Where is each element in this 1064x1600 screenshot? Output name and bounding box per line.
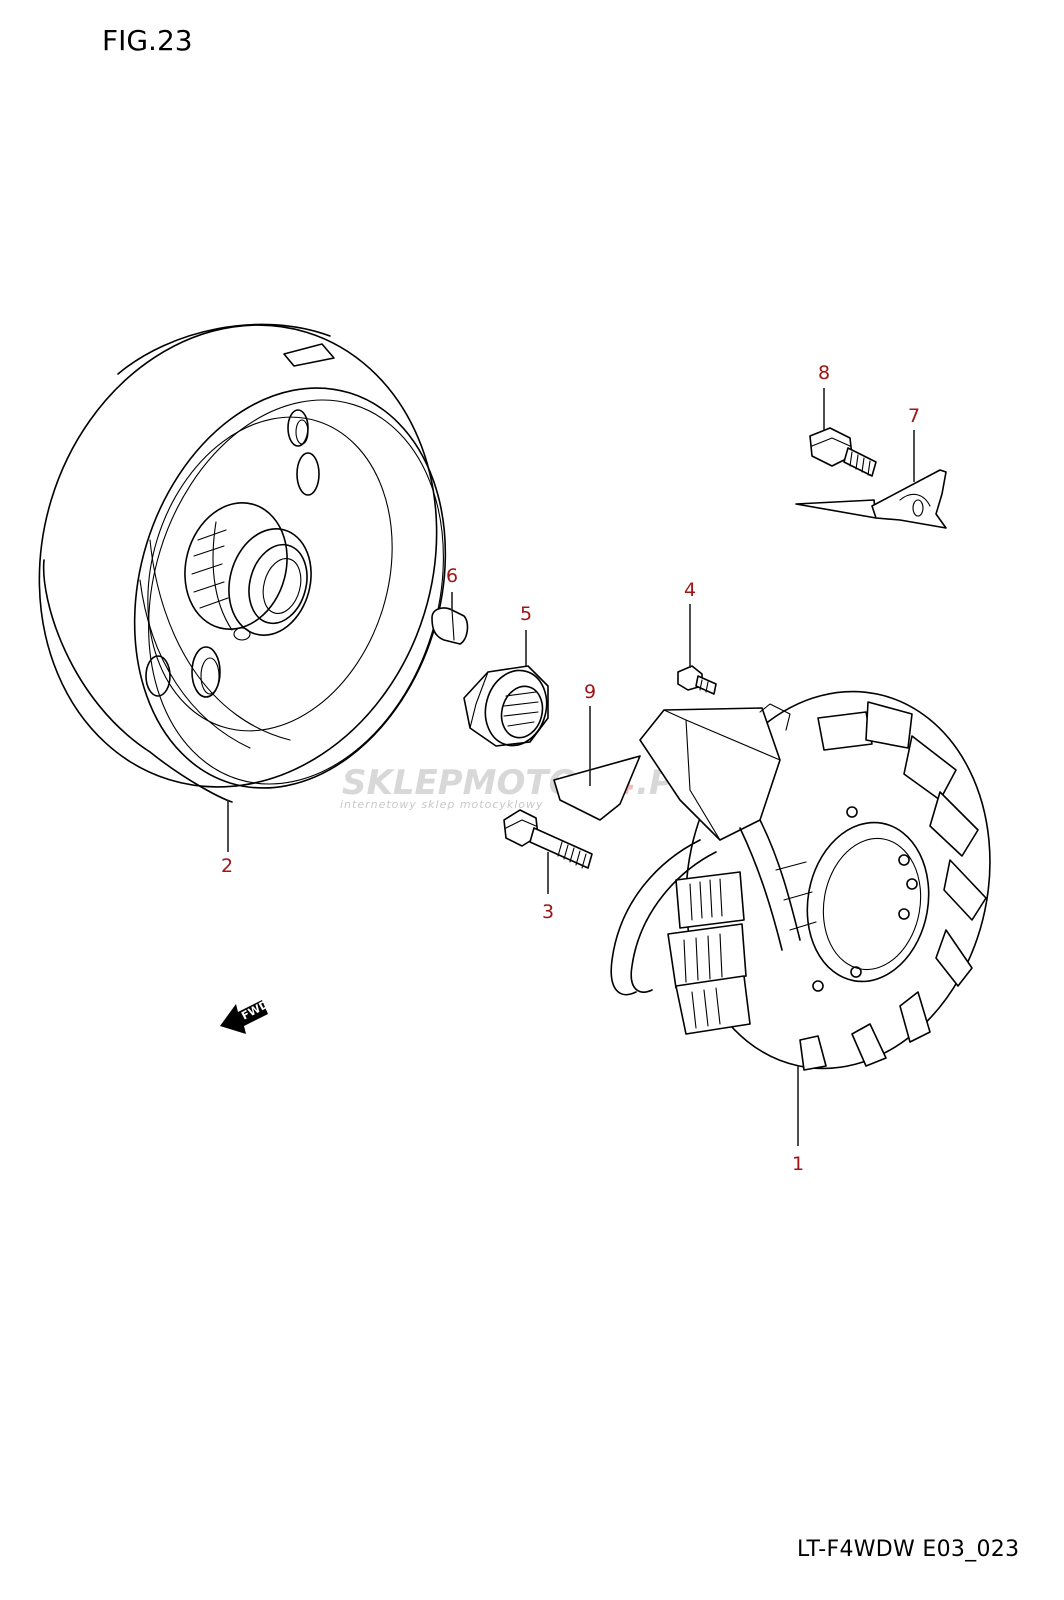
fwd-arrow: FWD bbox=[220, 998, 271, 1034]
watermark-brand: SKLEPMOTO bbox=[342, 763, 577, 803]
stator-drawing bbox=[610, 690, 991, 1071]
callout-number-6: 6 bbox=[446, 565, 458, 587]
callout-1: 1 bbox=[792, 1066, 804, 1175]
watermark-tagline: internetowy sklep motocyklowy bbox=[340, 798, 544, 811]
bolt-8-drawing bbox=[809, 427, 877, 477]
drawing-code: LT-F4WDW E03_023 bbox=[797, 1537, 1020, 1562]
callout-2: 2 bbox=[221, 800, 233, 877]
callout-8: 8 bbox=[818, 362, 830, 430]
figure-title: FIG.23 bbox=[102, 24, 193, 57]
callout-3: 3 bbox=[542, 852, 554, 923]
callout-5: 5 bbox=[520, 603, 532, 666]
callout-7: 7 bbox=[908, 405, 920, 482]
nut-5-drawing bbox=[463, 665, 549, 747]
callout-9: 9 bbox=[584, 681, 596, 786]
rotor-drawing bbox=[38, 323, 447, 803]
label-9-drawing bbox=[553, 755, 641, 821]
callout-number-5: 5 bbox=[520, 603, 532, 625]
screw-4-drawing bbox=[677, 665, 717, 695]
callout-number-7: 7 bbox=[908, 405, 920, 427]
callout-4: 4 bbox=[684, 579, 696, 668]
clamp-7-drawing bbox=[795, 469, 947, 529]
callout-number-1: 1 bbox=[792, 1153, 804, 1175]
bolt-3-drawing bbox=[503, 809, 593, 869]
callout-6: 6 bbox=[446, 565, 458, 610]
callout-number-2: 2 bbox=[221, 855, 233, 877]
callout-number-4: 4 bbox=[684, 579, 696, 601]
callout-number-3: 3 bbox=[542, 901, 554, 923]
key-6-drawing bbox=[431, 607, 469, 645]
callout-number-9: 9 bbox=[584, 681, 596, 703]
watermark: SKLEPMOTO 24 .PL internetowy sklep motoc… bbox=[340, 763, 696, 811]
callout-number-8: 8 bbox=[818, 362, 830, 384]
